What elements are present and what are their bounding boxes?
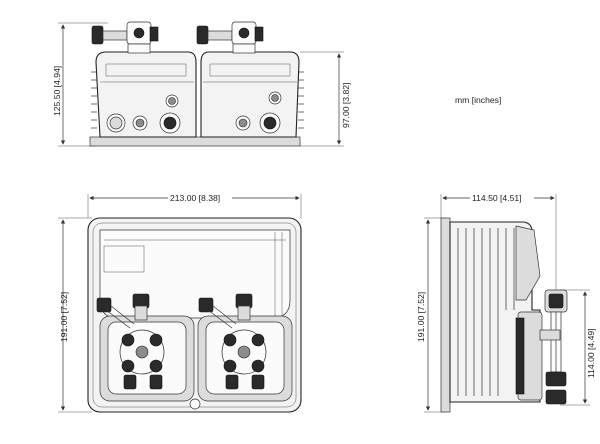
base-plate <box>89 136 301 147</box>
pump-head-right <box>197 293 293 402</box>
dim-front-width: 213.00 [8.38] <box>170 193 220 203</box>
side-back-plate <box>440 217 451 413</box>
side-ribs <box>457 228 515 396</box>
top-valve-left <box>91 21 159 54</box>
dim-side-lower-height: 114.00 [4.49] <box>586 328 596 378</box>
side-valve <box>539 289 568 405</box>
front-view: 213.00 [8.38] 191.00 [7.52] <box>58 192 302 413</box>
dim-top-height-total: 125.50 [4.94] <box>52 66 62 116</box>
dim-side-height: 191.00 [7.52] <box>416 292 426 342</box>
side-view: 114.50 [4.51] 191.00 [7.52] 114.00 [4.49… <box>416 192 596 413</box>
dim-front-height: 191.00 [7.52] <box>59 292 69 342</box>
ribs <box>91 71 304 129</box>
top-valve-right <box>196 21 264 54</box>
top-fittings <box>106 91 282 134</box>
top-view: 125.50 [4.94] 97.00 [3.82] <box>52 21 351 147</box>
dim-side-width: 114.50 [4.51] <box>472 193 522 203</box>
dim-top-height-body: 97.00 [3.82] <box>341 83 351 128</box>
front-window <box>99 229 291 319</box>
pump-head-left <box>96 293 195 402</box>
bottom-knob <box>189 398 201 410</box>
units-note: mm [inches] <box>455 95 501 105</box>
